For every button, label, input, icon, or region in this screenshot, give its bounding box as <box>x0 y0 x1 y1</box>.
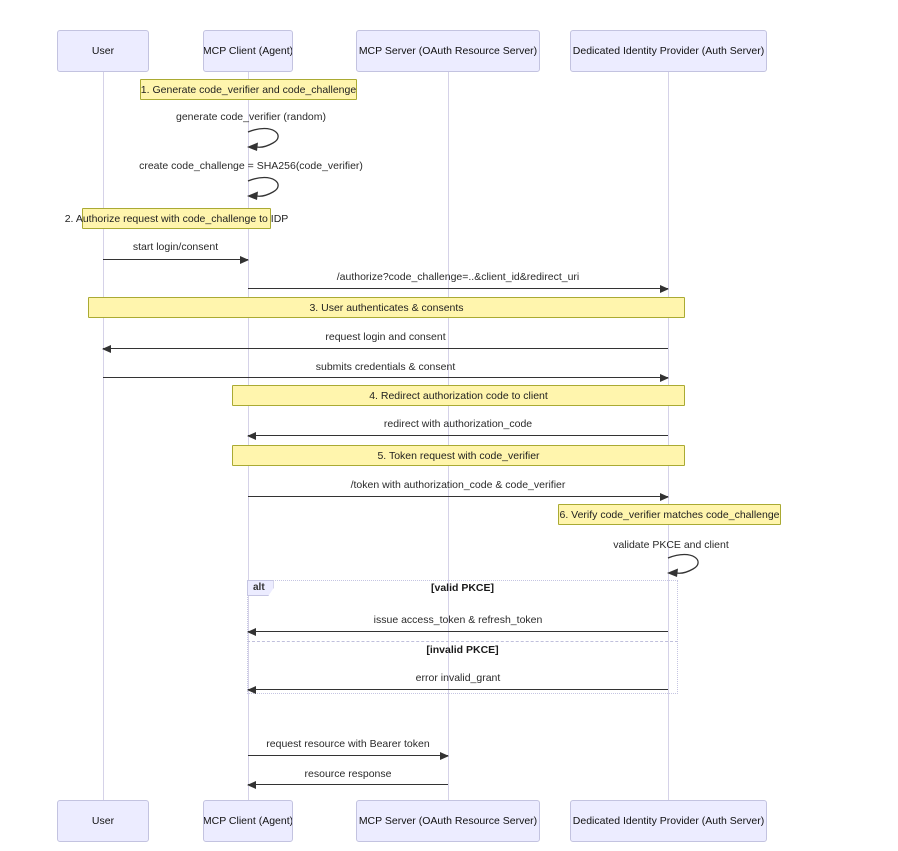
message-label: request resource with Bearer token <box>266 738 430 750</box>
message-arrow <box>248 750 449 762</box>
note: 4. Redirect authorization code to client <box>232 385 685 406</box>
note: 5. Token request with code_verifier <box>232 445 685 466</box>
message-arrow <box>102 343 668 355</box>
self-message-label: validate PKCE and client <box>613 539 729 551</box>
actor-label: MCP Server (OAuth Resource Server) <box>358 45 538 57</box>
actor-mcp-server-bottom: MCP Server (OAuth Resource Server) <box>356 800 540 842</box>
message-label: submits credentials & consent <box>315 361 456 373</box>
alt-condition: [invalid PKCE] <box>426 644 499 656</box>
actor-label: Dedicated Identity Provider (Auth Server… <box>572 815 765 827</box>
note-label: 3. User authenticates & consents <box>309 301 464 314</box>
note-label: 2. Authorize request with code_challenge… <box>64 212 289 225</box>
message-label: error invalid_grant <box>415 672 501 684</box>
actor-label: MCP Server (OAuth Resource Server) <box>358 815 538 827</box>
message-arrow <box>247 626 668 638</box>
actor-mcp-client-top: MCP Client (Agent) <box>203 30 293 72</box>
note-label: 4. Redirect authorization code to client <box>369 389 548 402</box>
actor-mcp-client-bottom: MCP Client (Agent) <box>203 800 293 842</box>
message-arrow <box>248 283 669 295</box>
message-arrow <box>103 254 249 266</box>
actor-label: User <box>91 45 115 57</box>
message-label: request login and consent <box>325 331 446 343</box>
alt-divider <box>247 641 678 642</box>
message-label: resource response <box>304 768 392 780</box>
note: 2. Authorize request with code_challenge… <box>65 208 288 229</box>
alt-frame <box>247 580 678 694</box>
actor-mcp-server-top: MCP Server (OAuth Resource Server) <box>356 30 540 72</box>
self-loop-arrow <box>247 176 287 207</box>
lifeline-identity-provider <box>667 72 669 800</box>
self-loop-arrow <box>667 553 707 584</box>
actor-label: Dedicated Identity Provider (Auth Server… <box>572 45 765 57</box>
actor-label: MCP Client (Agent) <box>203 45 293 57</box>
note: 3. User authenticates & consents <box>88 297 685 318</box>
alt-condition: [valid PKCE] <box>430 582 495 594</box>
self-loop-arrow <box>247 127 287 158</box>
message-arrow <box>247 779 448 791</box>
alt-label: alt <box>247 580 274 596</box>
message-label: /token with authorization_code & code_ve… <box>350 479 566 491</box>
message-arrow <box>247 430 668 442</box>
actor-identity-provider-bottom: Dedicated Identity Provider (Auth Server… <box>570 800 767 842</box>
lifeline-user <box>102 72 104 800</box>
note: 1. Generate code_verifier and code_chall… <box>140 79 357 100</box>
message-label: issue access_token & refresh_token <box>373 614 543 626</box>
message-arrow <box>248 491 669 503</box>
self-message-label: create code_challenge = SHA256(code_veri… <box>139 160 363 172</box>
message-label: redirect with authorization_code <box>383 418 533 430</box>
note-label: 1. Generate code_verifier and code_chall… <box>140 83 357 96</box>
actor-label: User <box>91 815 115 827</box>
message-arrow <box>247 684 668 696</box>
note-label: 5. Token request with code_verifier <box>377 449 540 462</box>
actor-user-bottom: User <box>57 800 149 842</box>
note: 6. Verify code_verifier matches code_cha… <box>558 504 781 525</box>
self-message-label: generate code_verifier (random) <box>176 111 326 123</box>
actor-identity-provider-top: Dedicated Identity Provider (Auth Server… <box>570 30 767 72</box>
message-label: /authorize?code_challenge=..&client_id&r… <box>336 271 580 283</box>
message-label: start login/consent <box>132 241 219 253</box>
message-arrow <box>103 372 669 384</box>
actor-label: MCP Client (Agent) <box>203 815 293 827</box>
note-label: 6. Verify code_verifier matches code_cha… <box>559 508 780 521</box>
actor-user-top: User <box>57 30 149 72</box>
